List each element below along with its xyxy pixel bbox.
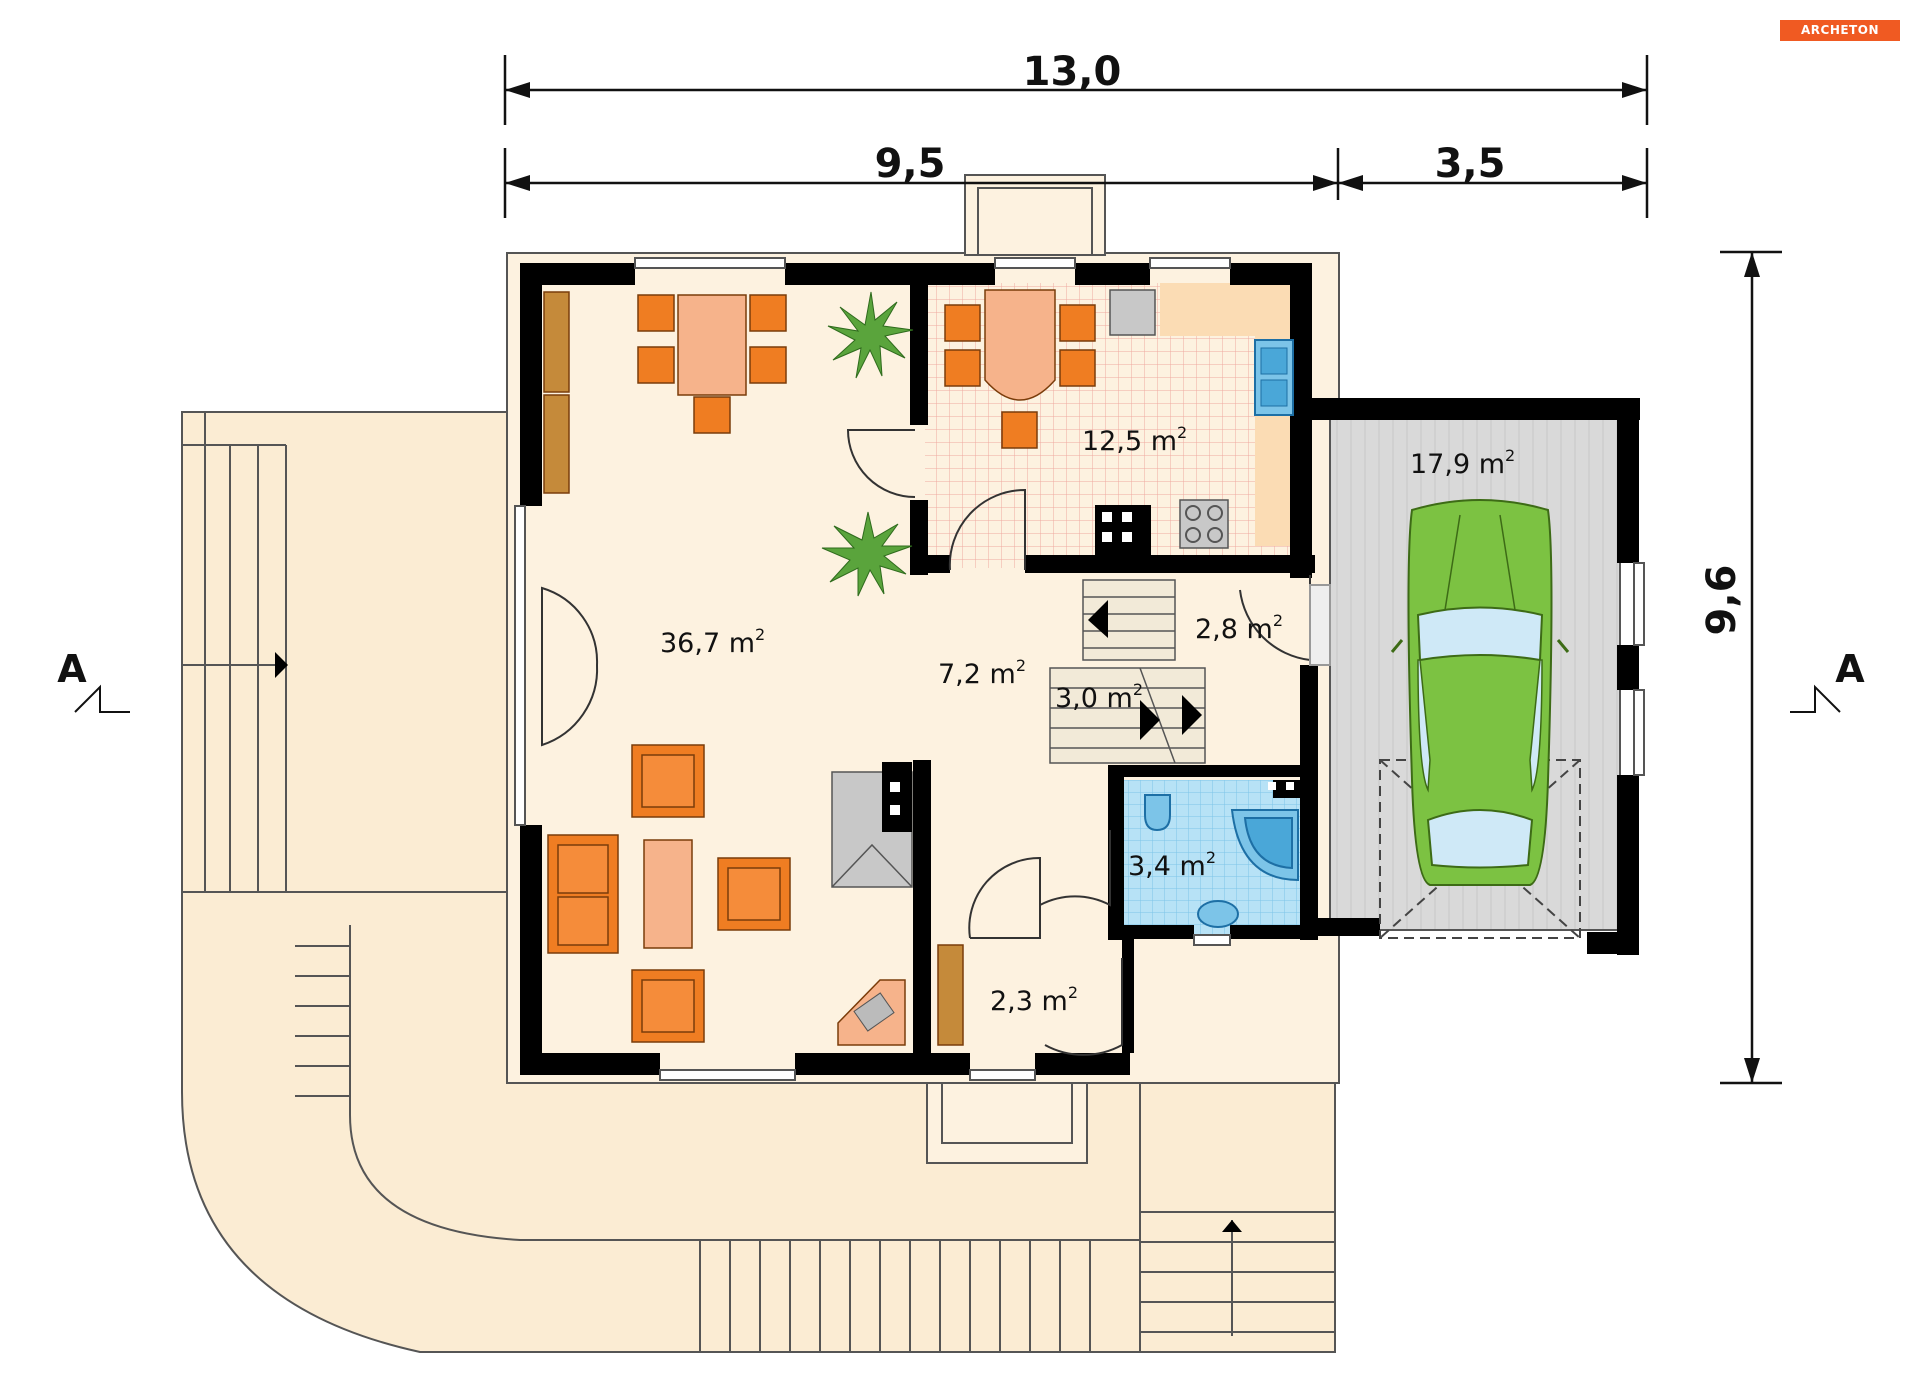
area-value: 3,4 m (1128, 851, 1206, 882)
fireplace-icon (831, 762, 913, 888)
area-exponent: 2 (1133, 680, 1143, 699)
terrace-inner-curve (349, 925, 1140, 1241)
area-value: 17,9 m (1410, 449, 1505, 480)
area-value: 12,5 m (1082, 426, 1177, 457)
entrance-step-inner (941, 1082, 1073, 1144)
terrace-steps-south (699, 1211, 1335, 1352)
area-exponent: 2 (1505, 446, 1515, 465)
entrance-arrow (1222, 1220, 1242, 1232)
stairs-arrow-3 (1182, 695, 1202, 735)
chair (749, 346, 787, 384)
washbasin-icon (1197, 900, 1239, 928)
doors (541, 429, 1331, 1056)
dining-table (677, 294, 747, 396)
area-exponent: 2 (1273, 611, 1283, 630)
room-area-closet: 2,3 m2 (990, 983, 1078, 1017)
toilet-icon (1144, 794, 1171, 832)
chair (749, 294, 787, 332)
dimension-left-width: 9,5 (875, 141, 946, 187)
area-exponent: 2 (1177, 423, 1187, 442)
room-area-stairs: 3,0 m2 (1055, 680, 1143, 714)
plant-icon (821, 511, 913, 597)
chair (1059, 304, 1096, 342)
walls (520, 263, 1640, 1075)
stove-icon (1179, 499, 1229, 549)
dimension-total-width: 13,0 (1023, 49, 1122, 95)
dimension-lines (503, 55, 1782, 1085)
archeton-logo: ARCHETON (1780, 20, 1900, 41)
chair (1059, 349, 1096, 387)
area-exponent: 2 (755, 625, 765, 644)
dimension-right-width: 3,5 (1435, 141, 1506, 187)
entrance-step (926, 1082, 1088, 1164)
wardrobe (937, 944, 964, 1046)
shelf-living (543, 291, 570, 494)
chimney-inner (977, 187, 1093, 256)
room-area-living: 36,7 m2 (660, 625, 765, 659)
logo-text: ARCHETON (1800, 23, 1879, 37)
area-value: 36,7 m (660, 628, 755, 659)
lounge-set (547, 744, 791, 1043)
dining-set-kitchen (944, 289, 1096, 449)
area-value: 2,8 m (1195, 614, 1273, 645)
area-value: 3,0 m (1055, 683, 1133, 714)
staircase (1049, 579, 1206, 764)
terrace-steps-west (182, 412, 350, 1097)
section-marker-right (1790, 684, 1841, 713)
stairs-direction-arrow (275, 652, 288, 678)
chair (637, 294, 675, 332)
section-label-left: A (57, 647, 87, 691)
terrace-south (181, 891, 1141, 1353)
room-area-bathroom: 3,4 m2 (1128, 848, 1216, 882)
windows (514, 257, 1645, 1081)
section-marker-left (74, 684, 130, 713)
stairs-arrow-2 (1140, 700, 1160, 740)
terrace-west (181, 411, 508, 893)
plant-icon (827, 291, 914, 379)
desk-icon (837, 979, 906, 1046)
stairs-arrow-1 (1088, 600, 1108, 638)
kitchen-counter-top (1160, 283, 1292, 336)
area-value: 2,3 m (990, 986, 1068, 1017)
kitchen-table (984, 289, 1056, 401)
sink-icon (1254, 339, 1294, 416)
area-exponent: 2 (1068, 983, 1078, 1002)
bathroom-fixtures (1144, 794, 1299, 928)
room-area-garage: 17,9 m2 (1410, 446, 1515, 480)
chair (693, 396, 731, 434)
bath-vent-icon (1268, 782, 1294, 790)
area-value: 7,2 m (938, 659, 1016, 690)
chair (1001, 411, 1038, 449)
chair (944, 304, 981, 342)
room-area-vestibule: 2,8 m2 (1195, 611, 1283, 645)
area-exponent: 2 (1016, 656, 1026, 675)
room-area-kitchen: 12,5 m2 (1082, 423, 1187, 457)
dimension-depth: 9,6 (1699, 565, 1745, 636)
chimney-vent-icon (1102, 512, 1132, 542)
area-exponent: 2 (1206, 848, 1216, 867)
room-area-hall: 7,2 m2 (938, 656, 1026, 690)
section-label-right: A (1835, 647, 1865, 691)
coffee-table (643, 839, 693, 949)
chair (944, 349, 981, 387)
dining-set-living (637, 294, 787, 434)
chair (637, 346, 675, 384)
fridge-icon (1109, 289, 1156, 336)
car-icon (1390, 499, 1570, 886)
